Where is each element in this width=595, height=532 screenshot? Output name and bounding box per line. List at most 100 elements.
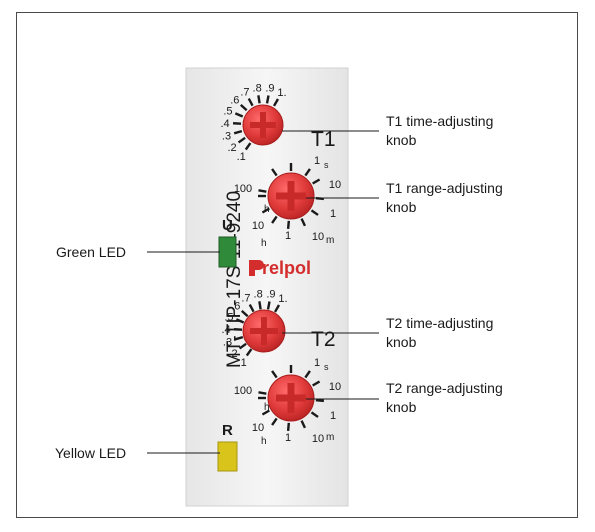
t1-time-tick: [237, 136, 246, 144]
t2-range-tick: [271, 417, 278, 426]
t2-unit-h2: h: [261, 436, 267, 447]
t2-range-callout-line2: knob: [386, 399, 417, 415]
t2-time-tick-label: .2: [228, 348, 237, 360]
green-led-callout: Green LED: [56, 244, 126, 260]
t2-range-tick-label: 1: [330, 410, 336, 422]
t2-range-tick: [261, 409, 270, 416]
t2-time-tick: [273, 304, 281, 313]
t2-range-tick-label: 10: [252, 422, 264, 434]
t1-range-knob[interactable]: [267, 172, 315, 220]
t2-range-knob[interactable]: [267, 374, 315, 422]
t2-time-tick-label: .7: [241, 293, 250, 305]
t2-unit-m: m: [326, 432, 334, 443]
t1-time-tick-label: .4: [220, 118, 229, 130]
t2-range-tick-label: 1: [285, 432, 291, 444]
t2-range-tick-label: 10: [329, 381, 341, 393]
yellow-led: [217, 441, 238, 472]
t2-range-tick: [310, 411, 319, 418]
t2-time-tick: [245, 348, 253, 357]
t1-time-tick-label: .3: [222, 131, 231, 143]
t1-range-tick-label: 1: [285, 230, 291, 242]
t1-time-tick: [239, 103, 248, 112]
t1-time-tick: [257, 95, 261, 104]
t1-time-tick-label: .9: [265, 83, 274, 95]
t1-range-tick-label: 100: [234, 183, 252, 195]
t1-time-tick: [247, 98, 254, 107]
t2-time-knob[interactable]: [242, 309, 286, 353]
t1-range-callout-line1: T1 range-adjusting: [386, 180, 503, 196]
t2-time-tick: [258, 301, 262, 310]
t2-time-tick-label: .8: [254, 288, 263, 300]
t2-time-tick-label: .6: [231, 300, 240, 312]
t1-range-tick: [286, 220, 291, 229]
t2-time-tick-label: .5: [224, 311, 233, 323]
t1-range-tick: [271, 168, 278, 177]
t1-time-tick: [272, 98, 280, 107]
t2-range-callout-line1: T2 range-adjusting: [386, 380, 503, 396]
t1-range-tick: [312, 178, 321, 185]
t1-range-tick: [310, 209, 319, 216]
t2-range-scale: 100 1 10 10 1 10 1: [234, 357, 341, 445]
t1-label: T1: [311, 128, 336, 151]
t1-time-tick-label: .2: [227, 142, 236, 154]
t2-time-tick: [238, 342, 247, 350]
t1-time-tick-label: .1: [237, 151, 246, 163]
t1-range-tick: [300, 218, 307, 227]
t2-label: T2: [311, 328, 336, 351]
green-led: [218, 236, 237, 268]
t2-time-tick: [248, 304, 255, 313]
t1-time-tick-label: .5: [223, 105, 232, 117]
t1-time-tick: [234, 112, 244, 118]
led-u-label: U: [222, 217, 233, 234]
t2-time-tick: [266, 301, 271, 310]
t2-time-callout-line2: knob: [386, 334, 417, 350]
t2-range-tick-label: 100: [234, 385, 252, 397]
t2-range-tick: [271, 370, 278, 379]
t1-time-tick: [265, 95, 270, 104]
t1-unit-m: m: [326, 235, 334, 246]
t1-range-tick-label: 1: [330, 208, 336, 220]
t2-range-tick-label: 10: [312, 433, 324, 445]
t1-time-tick-label: .6: [230, 94, 239, 106]
t2-range-tick-label: 1: [314, 357, 320, 369]
t2-unit-s: s: [324, 362, 329, 372]
t2-time-tick-label: .4: [221, 324, 230, 336]
t1-time-knob[interactable]: [242, 104, 284, 146]
t2-range-tick: [300, 420, 307, 429]
t1-unit-h: h: [264, 204, 270, 215]
t1-unit-s: s: [324, 160, 329, 170]
t1-range-tick: [261, 207, 270, 214]
t2-range-tick: [304, 370, 311, 379]
led-r-label: R: [222, 422, 233, 439]
t1-range-tick: [258, 189, 267, 193]
t1-range-tick-label: 10: [252, 220, 264, 232]
t2-range-tick: [315, 398, 324, 403]
t1-range-callout-line2: knob: [386, 199, 417, 215]
t2-time-tick: [240, 309, 249, 318]
t2-range-tick: [286, 422, 291, 431]
t1-time-tick-label: .7: [240, 87, 249, 99]
svg-text:relpol: relpol: [262, 258, 311, 278]
t1-range-tick-label: 10: [312, 231, 324, 243]
t1-unit-h2: h: [261, 238, 267, 249]
yellow-led-callout: Yellow LED: [55, 445, 126, 461]
t2-range-tick: [312, 380, 321, 387]
t2-time-tick-label: .3: [223, 337, 232, 349]
t1-time-callout-line2: knob: [386, 132, 417, 148]
model-label: MT-TIP-17S-11-9240: [224, 191, 245, 368]
relpol-logo: relpol: [249, 258, 311, 278]
t2-unit-h: h: [264, 402, 270, 413]
t1-range-tick-label: 1: [314, 155, 320, 167]
t2-range-tick: [258, 391, 267, 395]
t2-time-tick-label: .9: [266, 289, 275, 301]
t1-range-tick: [304, 168, 311, 177]
t2-time-tick-label: .1: [238, 357, 247, 369]
t1-time-tick: [244, 142, 252, 151]
t2-time-tick: [235, 318, 245, 324]
t1-time-tick: [233, 129, 243, 135]
t1-time-tick-label: 1.: [277, 87, 286, 99]
t1-time-tick-label: .8: [253, 82, 262, 94]
